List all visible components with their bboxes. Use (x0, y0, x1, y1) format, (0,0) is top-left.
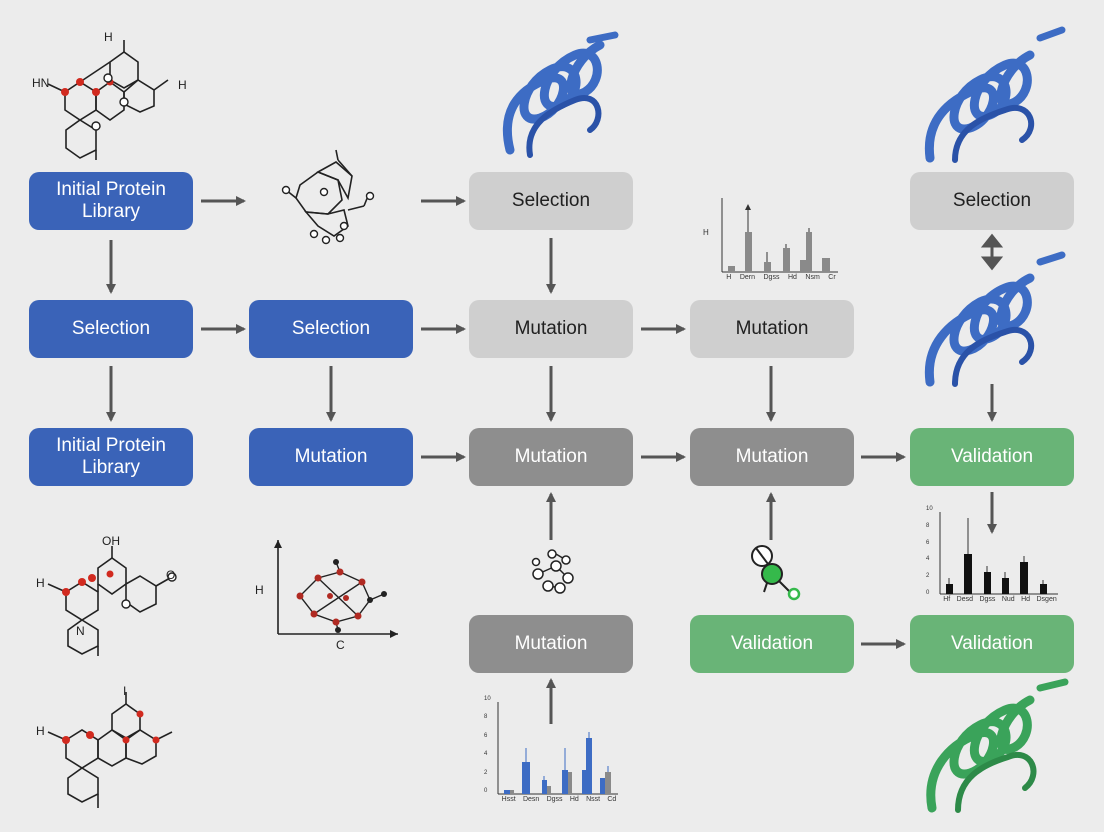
node-mutation[interactable]: Mutation (469, 300, 633, 358)
tick-label: 8 (484, 714, 488, 721)
protein-ribbon-icon (924, 26, 1066, 163)
tick-label: 0 (926, 589, 930, 596)
bar-chart-icon (939, 512, 1058, 595)
tick-label: Dgss (979, 596, 996, 603)
molecule-icon (47, 546, 171, 656)
node-mutation[interactable]: Mutation (249, 428, 413, 486)
double-arrow (980, 233, 1004, 271)
node-mutation[interactable]: Mutation (690, 428, 854, 486)
tick-label: Nsm (805, 274, 820, 281)
tick-label: H (726, 274, 732, 281)
tick-label: 2 (926, 573, 930, 580)
molecule-graph (274, 540, 398, 638)
tick-label: 2 (484, 769, 488, 776)
chart-y-ticks: 10 8 6 4 2 0 (926, 506, 933, 596)
node-mutation[interactable]: Mutation (469, 615, 633, 673)
node-selection[interactable]: Selection (29, 300, 193, 358)
chart-x-labels: Hf Desd Dgss Nud Hd Dsgen (940, 596, 1060, 603)
tick-label: Hsst (501, 796, 516, 803)
molecule-icon (531, 549, 574, 594)
tick-label: 10 (484, 696, 491, 702)
chart-y-label: H (703, 228, 709, 237)
protein-ribbon-icon (502, 31, 619, 158)
node-selection[interactable]: Selection (469, 172, 633, 230)
tick-label: 10 (926, 506, 933, 512)
node-validation[interactable]: Validation (910, 615, 1074, 673)
tick-label: Nud (1001, 596, 1015, 603)
tick-label: Dgss (546, 796, 563, 803)
atom-label: N (76, 624, 85, 638)
node-selection[interactable]: Selection (910, 172, 1074, 230)
protein-ribbon-icon (924, 251, 1066, 387)
tick-label: 8 (926, 522, 930, 529)
node-initial-protein-library[interactable]: Initial Protein Library (29, 428, 193, 486)
bar-chart-icon (721, 198, 838, 273)
axis-label: C (336, 638, 345, 652)
chart-y-ticks: 10 8 6 4 2 0 (484, 696, 491, 794)
node-validation[interactable]: Validation (910, 428, 1074, 486)
protein-ribbon-icon (926, 678, 1069, 813)
tick-label: Cd (607, 796, 617, 803)
chart-x-labels: H Dern Dgss Hd Nsm Cr (722, 274, 840, 281)
axis-label: H (255, 583, 264, 597)
tick-label: 6 (926, 539, 930, 546)
molecule-icon (47, 40, 169, 160)
atom-label: H (104, 30, 113, 44)
tick-label: Hd (569, 796, 579, 803)
tick-label: 4 (484, 751, 488, 758)
tick-label: Cr (828, 274, 836, 281)
node-initial-protein-library[interactable]: Initial Protein Library (29, 172, 193, 230)
node-mutation[interactable]: Mutation (690, 300, 854, 358)
tick-label: 4 (926, 556, 930, 563)
atom-label: H (36, 576, 45, 590)
node-mutation[interactable]: Mutation (469, 428, 633, 486)
atom-label: I (123, 684, 127, 698)
chart-x-labels: Hsst Desn Dgss Hd Nsst Cd (498, 796, 620, 803)
atom-label: O (166, 568, 176, 582)
tick-label: Desd (956, 596, 973, 603)
tick-label: Hd (787, 274, 797, 281)
tick-label: Hf (943, 596, 951, 603)
atom-label: H (178, 78, 187, 92)
tick-label: Nsst (586, 796, 601, 803)
tick-label: Dsgen (1036, 596, 1057, 603)
tick-label: 6 (484, 732, 488, 739)
atom-label: H (36, 724, 45, 738)
tick-label: Hd (1021, 596, 1031, 603)
tick-label: 0 (484, 787, 488, 794)
tick-label: Desn (522, 796, 540, 803)
node-selection[interactable]: Selection (249, 300, 413, 358)
bar-chart-icon (497, 702, 618, 795)
atom-label: OH (102, 534, 120, 548)
atom-label: HN (32, 76, 50, 90)
tick-label: Dgss (763, 274, 780, 281)
molecule-icon (47, 692, 173, 808)
mutation-pin-icon (751, 545, 801, 601)
tick-label: Dern (739, 274, 755, 281)
node-validation[interactable]: Validation (690, 615, 854, 673)
